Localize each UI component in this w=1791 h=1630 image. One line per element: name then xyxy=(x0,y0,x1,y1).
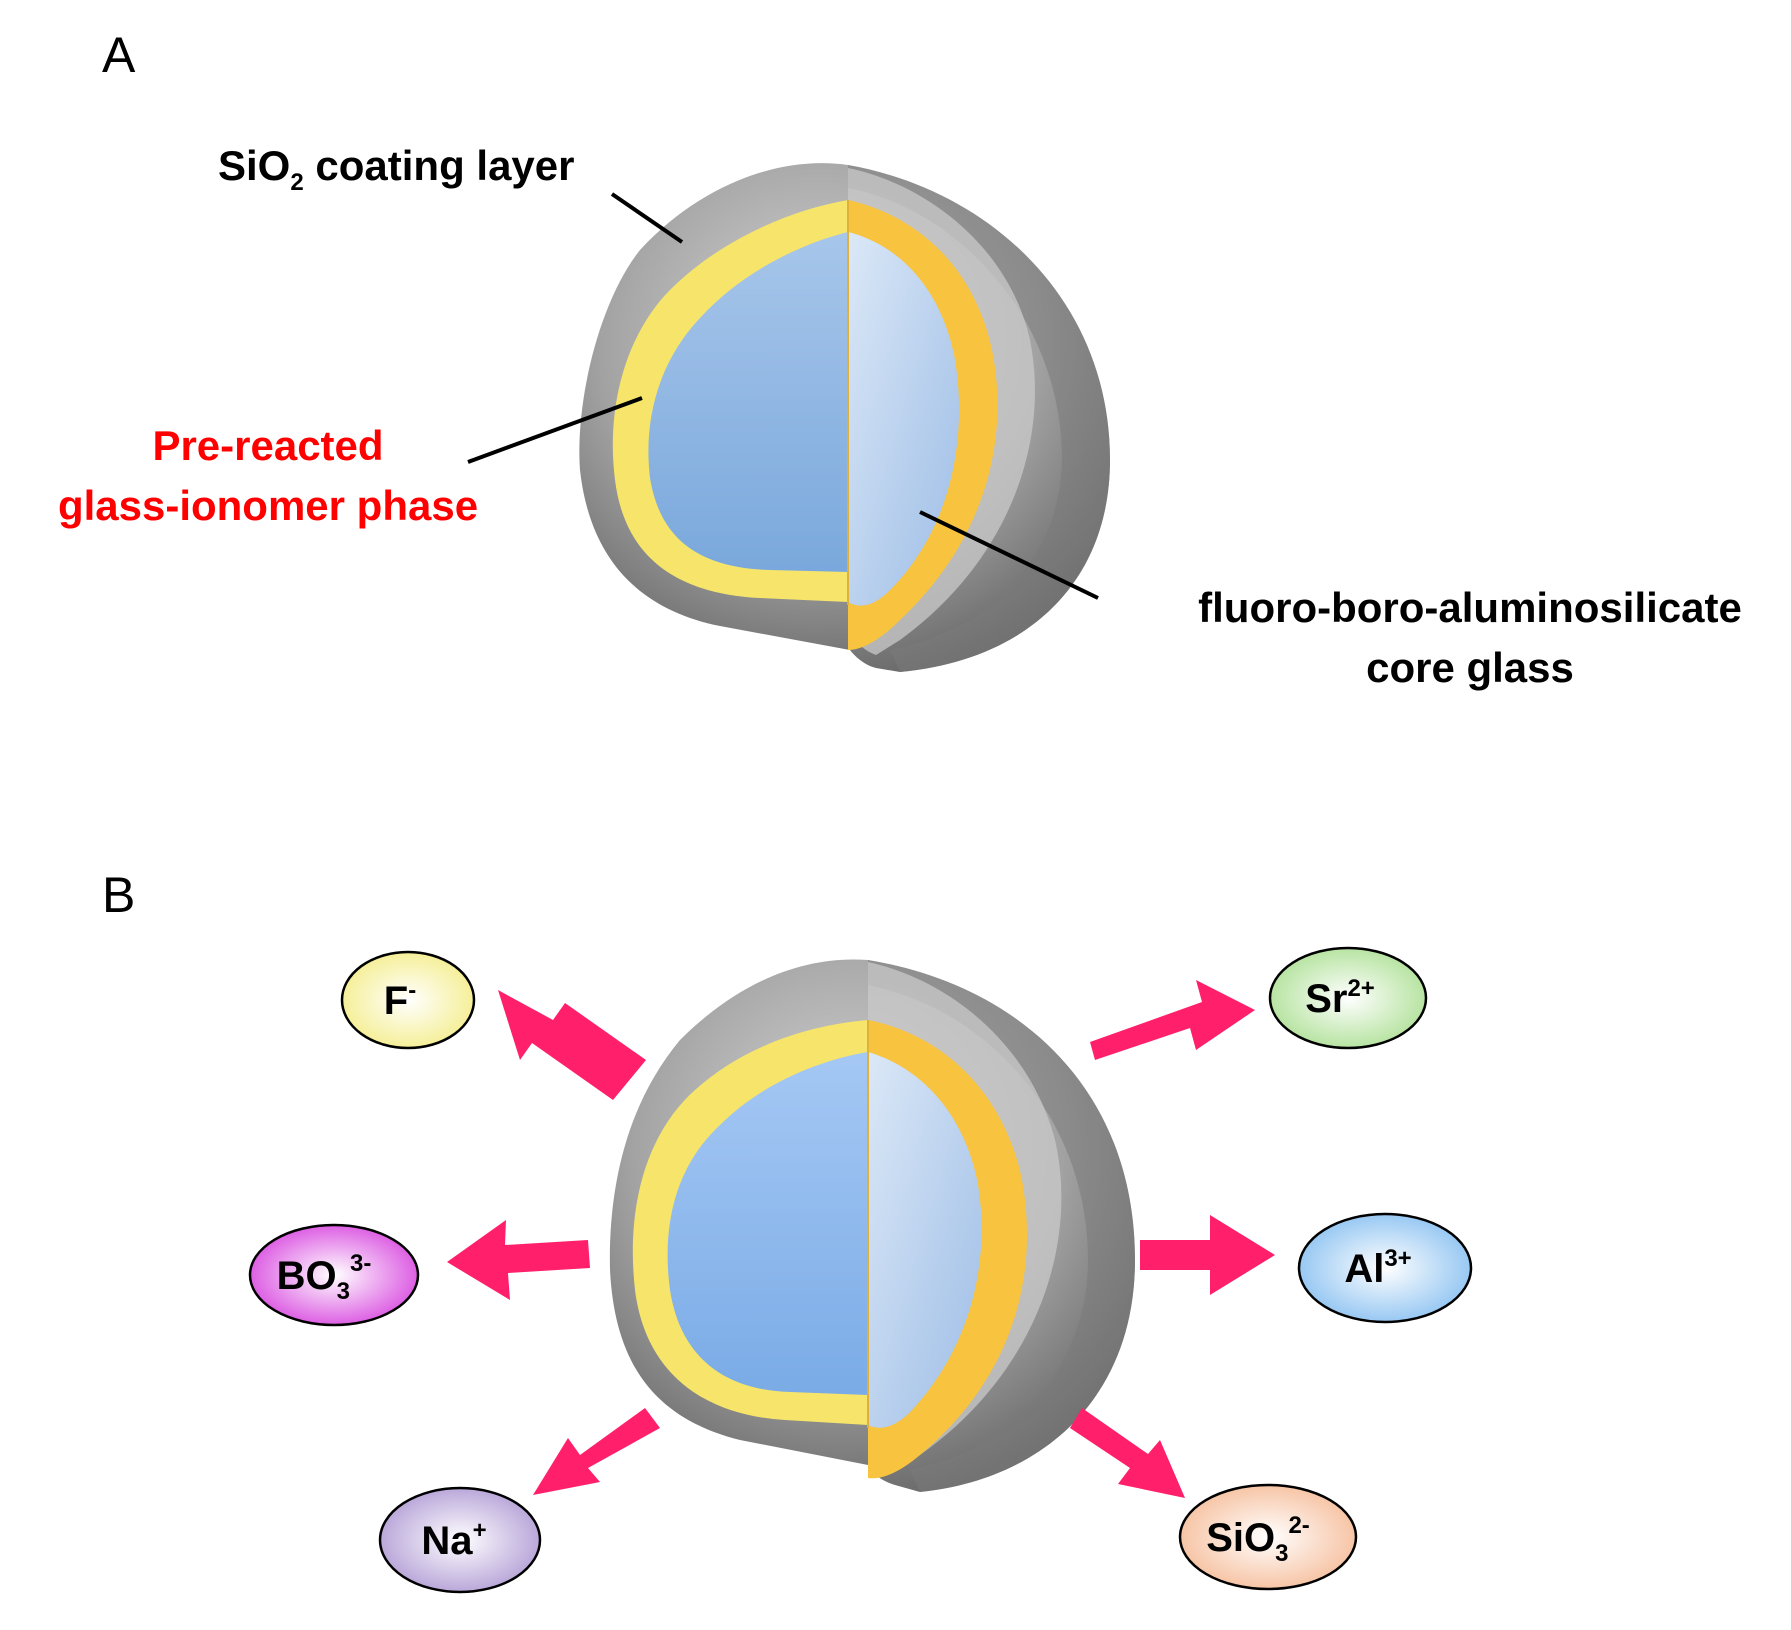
panel-b-letter: B xyxy=(102,867,135,923)
core-label-line1: fluoro-boro-aluminosilicate xyxy=(1198,584,1742,631)
particle-b xyxy=(609,959,1135,1492)
prereacted-label-line1: Pre-reacted xyxy=(152,422,383,469)
core-glass-left-b xyxy=(667,1052,868,1395)
svg-text:Na+: Na+ xyxy=(421,1517,486,1563)
release-arrows xyxy=(447,980,1275,1498)
sio2-coating-label: SiO2 coating layer xyxy=(218,142,574,196)
core-glass-right-b xyxy=(868,1052,982,1428)
shell-rim xyxy=(848,165,1110,672)
core-glass-left xyxy=(648,232,848,572)
core-label-line2: core glass xyxy=(1366,644,1574,691)
shell-rim-b xyxy=(868,960,1135,1492)
prereacted-phase-right-b xyxy=(868,1020,1027,1479)
ion-f: F- xyxy=(340,950,476,1050)
ion-na: Na+ xyxy=(378,1486,542,1594)
svg-text:SiO32-: SiO32- xyxy=(1206,1512,1310,1567)
panel-a-letter: A xyxy=(102,27,136,83)
ion-sio3: SiO32- xyxy=(1178,1483,1358,1591)
svg-text:F-: F- xyxy=(384,977,416,1023)
core-glass-right xyxy=(848,232,959,606)
core-leader-line xyxy=(919,510,1099,600)
arrow-bo3 xyxy=(447,1220,590,1300)
svg-text:Al3+: Al3+ xyxy=(1344,1245,1411,1291)
arrow-al xyxy=(1140,1215,1275,1295)
prereacted-phase-right xyxy=(848,200,998,650)
svg-text:Sr2+: Sr2+ xyxy=(1305,975,1375,1021)
svg-text:BO33-: BO33- xyxy=(277,1250,372,1305)
arrow-f xyxy=(498,990,646,1100)
arrow-na xyxy=(533,1408,660,1495)
ion-bo3: BO33- xyxy=(248,1223,420,1327)
ion-sr: Sr2+ xyxy=(1268,946,1428,1050)
prereacted-leader-line xyxy=(467,396,643,464)
arrow-sio3 xyxy=(1070,1408,1185,1498)
prereacted-label-line2: glass-ionomer phase xyxy=(58,482,478,529)
sio2-leader-line xyxy=(610,192,684,244)
ion-al: Al3+ xyxy=(1297,1212,1473,1324)
arrow-sr xyxy=(1090,980,1255,1060)
particle-a xyxy=(579,163,1110,672)
